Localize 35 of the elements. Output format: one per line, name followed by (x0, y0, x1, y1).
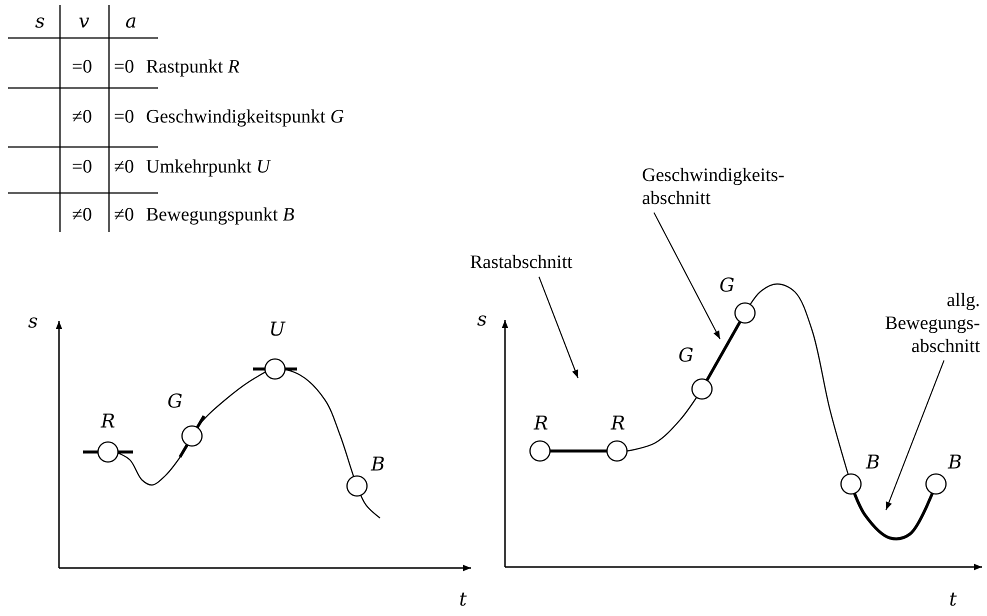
point-description: Umkehrpunkt U (146, 158, 270, 178)
point-description: Bewegungspunkt B (146, 206, 294, 226)
leader-line (538, 276, 579, 378)
callout-text: Geschwindigkeits- abschnitt (642, 165, 786, 211)
table-value: ≠0 (114, 206, 134, 226)
column-header: v (78, 12, 90, 32)
callout-text: Rastabschnitt (470, 252, 574, 275)
axis-label: t (459, 590, 467, 610)
callout-text: allg. Bewegungs- abschnitt (884, 290, 980, 358)
point-label: B (948, 452, 962, 474)
leader-line (654, 212, 720, 340)
table-value: ≠0 (72, 206, 92, 226)
point-label: G (678, 346, 694, 366)
table-value: ≠0 (114, 158, 134, 178)
table-value: =0 (72, 158, 92, 178)
point-label: U (269, 320, 285, 340)
point-label: G (167, 392, 183, 412)
axis-label: s (477, 310, 487, 330)
leader-line (885, 360, 945, 510)
point-label: G (719, 276, 735, 296)
axis-label: s (28, 312, 38, 332)
point-label: R (534, 414, 548, 434)
point-label: B (371, 454, 385, 476)
point-description: Geschwindigkeitspunkt G (146, 108, 344, 128)
point-label: R (610, 414, 626, 434)
table-value: =0 (114, 58, 134, 78)
point-label: B (866, 452, 880, 474)
table-value: =0 (72, 58, 92, 78)
table-value: =0 (114, 108, 134, 128)
point-label: R (100, 412, 116, 432)
table-value: ≠0 (72, 108, 92, 128)
point-description: Rastpunkt R (146, 58, 240, 78)
axis-label: t (949, 590, 957, 610)
column-header: a (125, 12, 137, 32)
column-header: s (35, 12, 45, 32)
